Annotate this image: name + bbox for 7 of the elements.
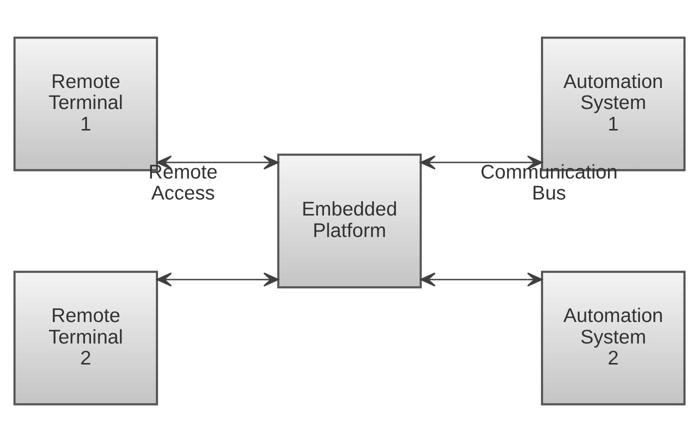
arrow	[156, 155, 279, 170]
arrow	[156, 272, 279, 287]
node-box: Remote Terminal 2	[13, 270, 158, 406]
node-box: Automation System 2	[540, 270, 686, 406]
arrow	[420, 272, 543, 287]
arrow	[420, 155, 543, 170]
node-box: Embedded Platform	[277, 154, 422, 288]
